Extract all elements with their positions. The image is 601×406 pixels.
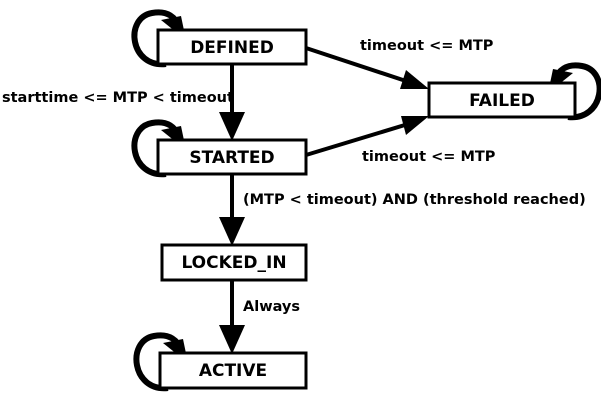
state-failed[interactable]: FAILED — [427, 81, 577, 119]
started-to-locked-in-arrowhead — [219, 217, 245, 246]
state-active-label: ACTIVE — [199, 361, 267, 381]
state-failed-box — [427, 81, 577, 119]
edge-label-starttime-condition: starttime <= MTP < timeout — [2, 90, 234, 106]
transition-defined-to-failed[interactable] — [305, 46, 429, 89]
transition-locked-in-to-active[interactable] — [219, 281, 245, 354]
state-started-label: STARTED — [189, 148, 274, 168]
state-failed-label: FAILED — [469, 91, 535, 111]
state-active[interactable]: ACTIVE — [158, 351, 308, 390]
started-to-failed-arrowhead — [401, 116, 429, 135]
edge-label-started-to-failed: timeout <= MTP — [362, 149, 496, 165]
state-locked-in-box — [160, 243, 308, 282]
started-to-failed-line — [305, 119, 419, 157]
transition-started-to-locked-in[interactable] — [219, 174, 245, 246]
defined-to-failed-arrowhead — [400, 70, 429, 89]
transition-started-to-failed[interactable] — [305, 116, 429, 157]
state-started[interactable]: STARTED — [156, 138, 308, 176]
state-defined[interactable]: DEFINED — [156, 28, 308, 66]
state-locked-in[interactable]: LOCKED_IN — [160, 243, 308, 282]
state-defined-label: DEFINED — [190, 38, 274, 58]
defined-to-failed-line — [305, 46, 419, 87]
edge-label-always: Always — [243, 299, 300, 315]
transition-defined-to-started[interactable] — [219, 64, 245, 141]
state-locked-in-label: LOCKED_IN — [181, 253, 286, 273]
edge-label-threshold-condition: (MTP < timeout) AND (threshold reached) — [243, 192, 586, 208]
state-defined-box — [156, 28, 308, 66]
locked-in-to-active-arrowhead — [219, 325, 245, 354]
state-started-box — [156, 138, 308, 176]
defined-to-started-arrowhead — [219, 112, 245, 141]
state-active-box — [158, 351, 308, 390]
edge-label-defined-to-failed: timeout <= MTP — [360, 38, 494, 54]
